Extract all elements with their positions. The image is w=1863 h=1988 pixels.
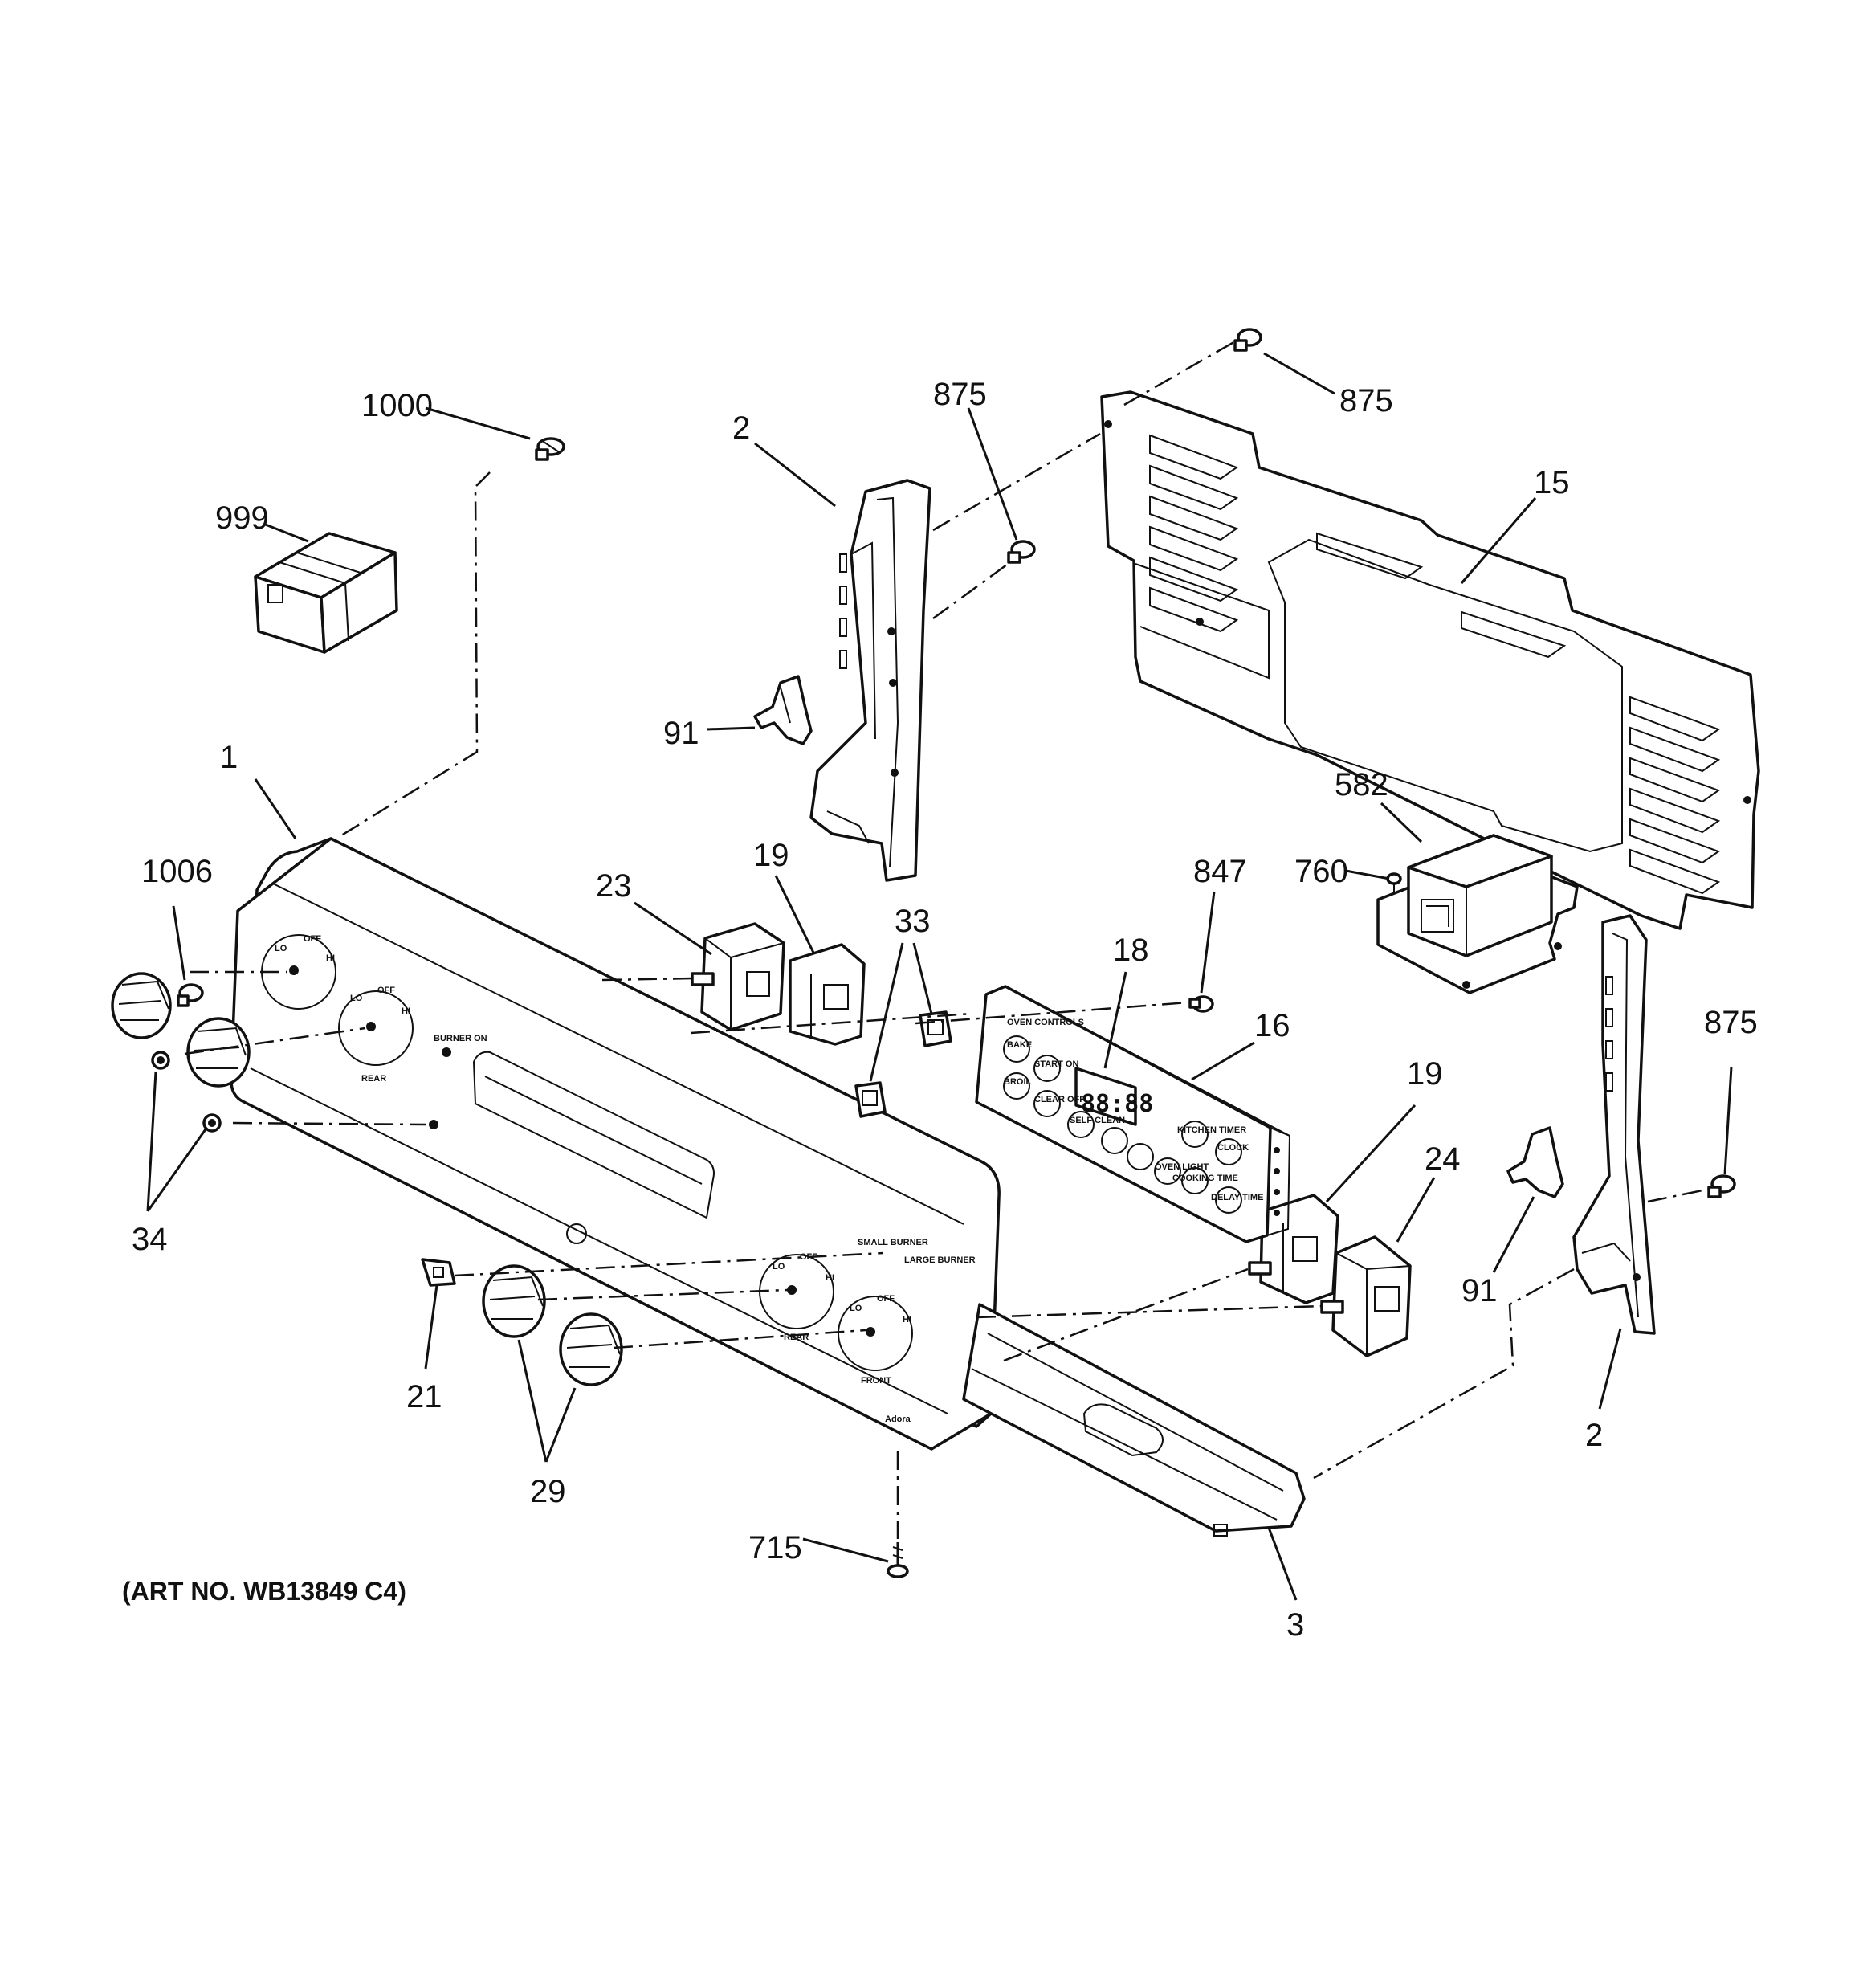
callout-23: 23 [596,868,632,904]
board-text-oven-controls: OVEN CONTROLS [1007,1018,1084,1027]
part-582-transformer [1376,834,1579,994]
btn-text-clock: CLOCK [1217,1143,1249,1153]
part-24-switch [1320,1235,1412,1357]
part-847-screw [1188,995,1214,1013]
panel-text-lo-4: LO [850,1304,862,1313]
part-91-left-clip [753,675,813,745]
callout-2-left: 2 [732,410,750,446]
part-875-screw-a [1007,540,1036,564]
btn-text-ovenlight: OVEN LIGHT [1155,1162,1209,1172]
panel-text-small-burner: SMALL BURNER [858,1238,928,1247]
part-21-switch [421,1258,456,1287]
callout-15: 15 [1534,465,1570,500]
panel-text-off-4: OFF [877,1294,895,1304]
btn-text-bake: BAKE [1007,1040,1032,1050]
callout-875-a: 875 [933,377,987,412]
callout-875-c: 875 [1704,1005,1758,1040]
callout-21: 21 [406,1379,442,1414]
part-15-vent-slots [1149,434,1721,895]
part-999-box [254,532,398,654]
panel-text-hi-2: HI [402,1006,410,1016]
part-19-switch-a [789,943,866,1046]
btn-text-clear: CLEAR OFF [1034,1095,1085,1104]
callout-19-b: 19 [1407,1056,1443,1092]
callout-18: 18 [1113,933,1149,968]
panel-text-hi-3: HI [826,1273,834,1283]
panel-text-burner-on: BURNER ON [434,1034,487,1043]
callout-1006: 1006 [141,854,213,889]
part-1006-screw [177,983,204,1007]
callout-582: 582 [1335,767,1388,802]
part-33-relay-a [919,1010,952,1047]
btn-text-delaytime: DELAY TIME [1211,1193,1263,1202]
callout-29: 29 [530,1474,566,1509]
knob-upper-left-2 [186,1017,251,1088]
leader-lines [146,352,1733,1601]
panel-text-off-2: OFF [377,986,395,995]
part-1000-screw [535,437,565,461]
part-91-right-clip [1506,1126,1564,1198]
panel-text-lo-1: LO [275,944,287,953]
part-875-screw-b [1233,328,1262,352]
panel-text-brand: Adora [885,1414,911,1424]
callout-24: 24 [1425,1141,1461,1177]
part-33-relay-b [854,1081,887,1118]
panel-text-front: FRONT [861,1376,891,1386]
callout-2-right: 2 [1585,1418,1603,1453]
part-23-switch [691,922,785,1031]
panel-text-hi-4: HI [903,1315,911,1325]
part-16-control-board: OVEN CONTROLS 88:88 BAKE START ON BROIL … [975,985,1291,1243]
btn-text-selfclean: SELF CLEAN [1070,1116,1125,1125]
part-2-right-endcap [1572,914,1656,1335]
callout-760: 760 [1294,854,1348,889]
panel-text-rear-1: REAR [361,1074,386,1084]
art-number: (ART NO. WB13849 C4) [122,1577,406,1606]
part-1-backsplash: LO OFF HI LO OFF HI REAR BURNER ON LO OF… [230,837,1001,1451]
callout-91-right: 91 [1461,1273,1498,1308]
part-knobs [111,972,623,1386]
part-18-display: 88:88 [1074,1067,1153,1126]
part-2-left-endcap [809,479,932,882]
part-715-screw [887,1542,909,1578]
callout-1: 1 [220,740,238,775]
callout-19-a: 19 [753,838,789,873]
panel-text-lo-2: LO [350,994,363,1003]
part-19-switch-b [1248,1194,1339,1304]
btn-text-start: START ON [1034,1059,1078,1069]
callout-999: 999 [215,500,269,536]
knob-upper-left-1 [111,972,172,1039]
callout-3: 3 [1286,1607,1304,1643]
display-readout: 88:88 [1081,1090,1153,1118]
panel-text-off-1: OFF [304,934,321,944]
callout-34: 34 [132,1222,168,1257]
panel-text-large-burner: LARGE BURNER [904,1255,976,1265]
part-34-grommet-a [151,1051,170,1070]
callout-875-b: 875 [1339,383,1393,418]
btn-text-broil: BROIL [1004,1077,1032,1087]
callout-715: 715 [748,1530,802,1565]
panel-text-lo-3: LO [773,1262,785,1272]
btn-text-cooktime: COOKING TIME [1172,1174,1238,1183]
callout-16: 16 [1254,1008,1290,1043]
callout-91-left: 91 [663,716,699,751]
panel-text-hi-1: HI [326,953,335,963]
part-3-trim [962,1303,1306,1537]
part-34-grommet-b [202,1113,222,1133]
callout-labels: 1000 999 2 875 875 15 91 1 582 760 1006 … [132,377,1758,1643]
btn-text-timer: KITCHEN TIMER [1177,1125,1246,1135]
callout-33: 33 [895,904,931,939]
part-875-screw-c [1707,1174,1736,1198]
knob-lower-1 [482,1264,546,1338]
assembly-lines [184,339,1711,1539]
callout-1000: 1000 [361,388,433,423]
part-15-rear-panel [1100,390,1760,930]
callout-847: 847 [1193,854,1247,889]
knob-lower-2 [559,1312,623,1386]
